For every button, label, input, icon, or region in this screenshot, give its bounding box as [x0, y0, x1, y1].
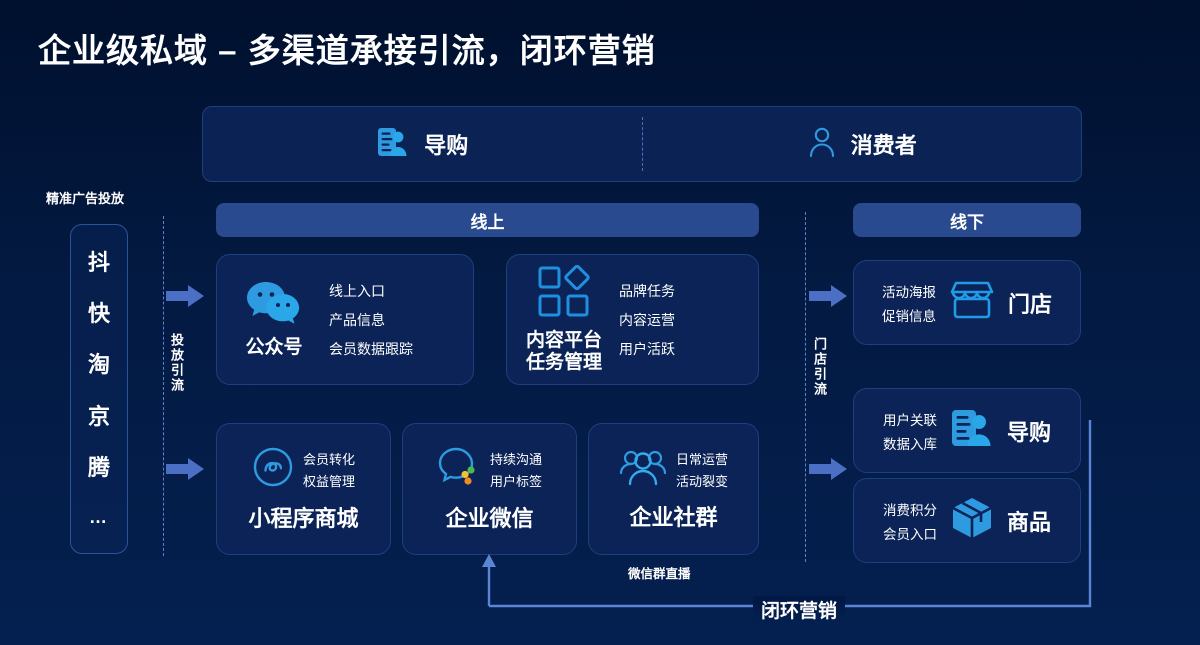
feature-item: 消费积分: [882, 502, 937, 518]
arrow-right-icon: [166, 283, 206, 309]
role-divider: [641, 117, 643, 171]
mini-program-icon: [252, 446, 294, 493]
role-header-bar: 导购 消费者: [202, 106, 1082, 182]
card-content-platform[interactable]: 内容平台 任务管理 品牌任务 内容运营 用户活跃: [506, 254, 759, 385]
user-group-icon: [619, 447, 667, 492]
store-inflow-label: 门店引流: [811, 337, 827, 397]
card-wecom[interactable]: 持续沟通 用户标签 企业微信: [402, 423, 577, 555]
traffic-inflow-label: 投放引流: [168, 333, 184, 393]
feature-item: 活动海报: [881, 284, 936, 300]
card-title: 企业社群: [629, 504, 718, 530]
id-card-person-icon: [376, 125, 410, 164]
feature-item: 数据入库: [882, 436, 937, 452]
feature-item: 会员入口: [882, 526, 937, 542]
role-label-consumer: 消费者: [850, 133, 917, 158]
shapes-grid-icon: [537, 264, 591, 324]
feature-item: 会员数据跟踪: [329, 340, 413, 357]
wechat-bubbles-icon: [245, 280, 303, 331]
id-card-person-icon: [949, 406, 995, 455]
ad-placement-caption: 精准广告投放: [46, 191, 125, 206]
card-title: 小程序商城: [248, 505, 359, 531]
role-cell-consumer[interactable]: 消费者: [643, 107, 1082, 181]
feature-item: 会员转化: [302, 451, 355, 467]
role-cell-guide[interactable]: 导购: [203, 107, 642, 181]
package-box-icon: [949, 495, 995, 546]
feature-item: 用户标签: [489, 473, 542, 489]
card-title: 商品: [1006, 509, 1051, 535]
card-goods[interactable]: 消费积分 会员入口 商品: [853, 478, 1081, 563]
list-item: …: [89, 507, 109, 528]
feature-item: 内容运营: [619, 311, 675, 328]
feature-item: 活动裂变: [675, 473, 728, 489]
card-community[interactable]: 日常运营 活动裂变 企业社群: [588, 423, 759, 555]
feature-item: 线上入口: [329, 282, 385, 299]
list-item: 快: [87, 300, 110, 326]
card-title: 导购: [1006, 419, 1051, 445]
card-official-account[interactable]: 公众号 线上入口 产品信息 会员数据跟踪: [216, 254, 474, 385]
section-header-online: 线上: [216, 203, 759, 237]
card-store[interactable]: 活动海报 促销信息 门店: [853, 260, 1081, 345]
arrow-right-icon: [809, 456, 849, 482]
feature-item: 日常运营: [675, 451, 728, 467]
list-item: 京: [87, 403, 110, 429]
arrow-right-icon: [166, 456, 206, 482]
feature-item: 品牌任务: [619, 282, 675, 299]
traffic-source-list: 抖 快 淘 京 腾 …: [70, 224, 128, 554]
wecom-bubble-icon: [437, 446, 481, 493]
storefront-icon: [948, 279, 996, 326]
feature-item: 用户活跃: [619, 340, 675, 357]
card-offline-guide[interactable]: 用户关联 数据入库 导购: [853, 388, 1081, 473]
section-header-offline: 线下: [853, 203, 1081, 237]
closed-loop-label: 闭环营销: [753, 596, 846, 623]
feature-item: 促销信息: [881, 308, 936, 324]
right-dashed-separator: [805, 212, 806, 562]
feature-item: 持续沟通: [489, 451, 542, 467]
card-title: 门店: [1007, 291, 1052, 317]
role-label-guide: 导购: [424, 133, 469, 158]
card-title: 内容平台 任务管理: [525, 330, 602, 373]
feature-item: 产品信息: [329, 311, 385, 328]
card-mini-program-mall[interactable]: 会员转化 权益管理 小程序商城: [216, 423, 391, 555]
arrow-right-icon: [809, 283, 849, 309]
list-item: 腾: [87, 454, 110, 480]
person-outline-icon: [807, 126, 837, 163]
page-title: 企业级私域 – 多渠道承接引流，闭环营销: [38, 32, 656, 69]
loop-note-label: 微信群直播: [628, 567, 691, 581]
card-title: 企业微信: [445, 505, 534, 531]
feature-item: 权益管理: [302, 473, 355, 489]
feature-item: 用户关联: [882, 412, 937, 428]
card-title: 公众号: [245, 337, 303, 359]
list-item: 淘: [87, 352, 110, 378]
left-dashed-separator: [163, 216, 164, 556]
list-item: 抖: [87, 249, 110, 275]
